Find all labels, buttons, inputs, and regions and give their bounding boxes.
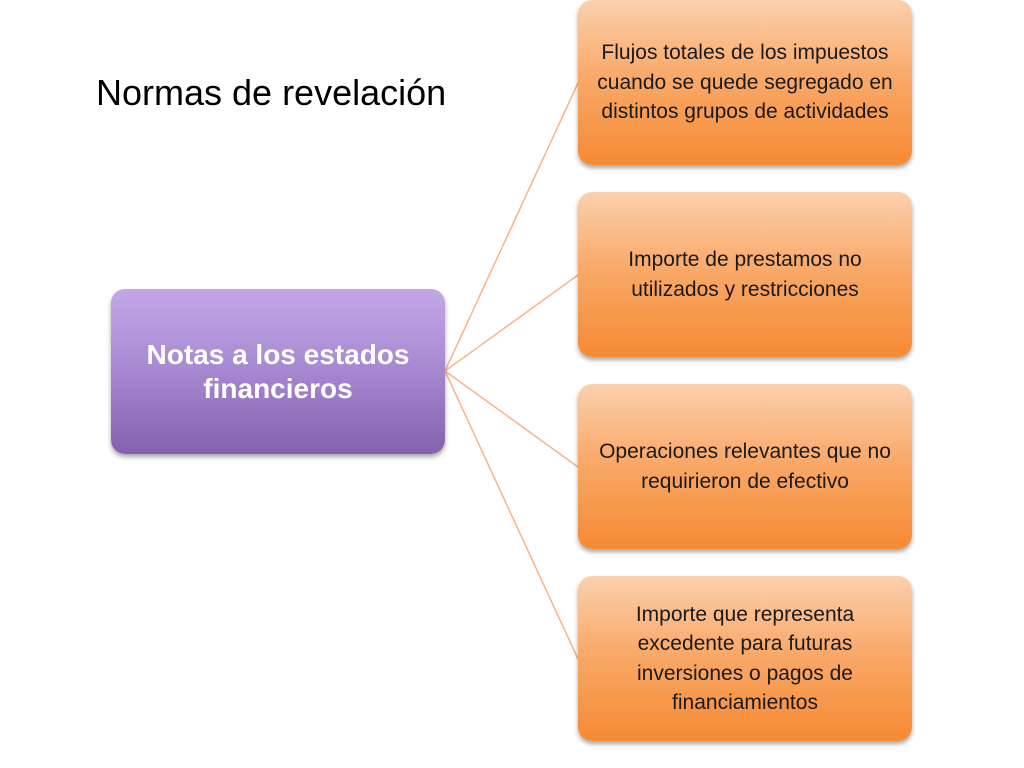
root-node-label: Notas a los estados financieros <box>146 338 410 404</box>
child-node-label: Operaciones relevantes que no requiriero… <box>599 440 891 493</box>
connector-line-2 <box>444 274 579 372</box>
slide-title: Normas de revelación <box>96 72 447 113</box>
child-node-1: Flujos totales de los impuestos cuando s… <box>578 0 912 165</box>
child-node-3: Operaciones relevantes que no requiriero… <box>578 384 912 549</box>
root-node: Notas a los estados financieros <box>111 289 445 454</box>
child-node-label: Importe que representa excedente para fu… <box>635 602 855 714</box>
child-node-4: Importe que representa excedente para fu… <box>578 576 912 741</box>
connector-line-1 <box>444 82 579 372</box>
connector-line-3 <box>444 370 579 468</box>
child-node-label: Flujos totales de los impuestos cuando s… <box>597 41 893 124</box>
child-node-label: Importe de prestamos no utilizados y res… <box>628 248 862 301</box>
connector-line-4 <box>444 370 579 660</box>
child-node-2: Importe de prestamos no utilizados y res… <box>578 192 912 357</box>
